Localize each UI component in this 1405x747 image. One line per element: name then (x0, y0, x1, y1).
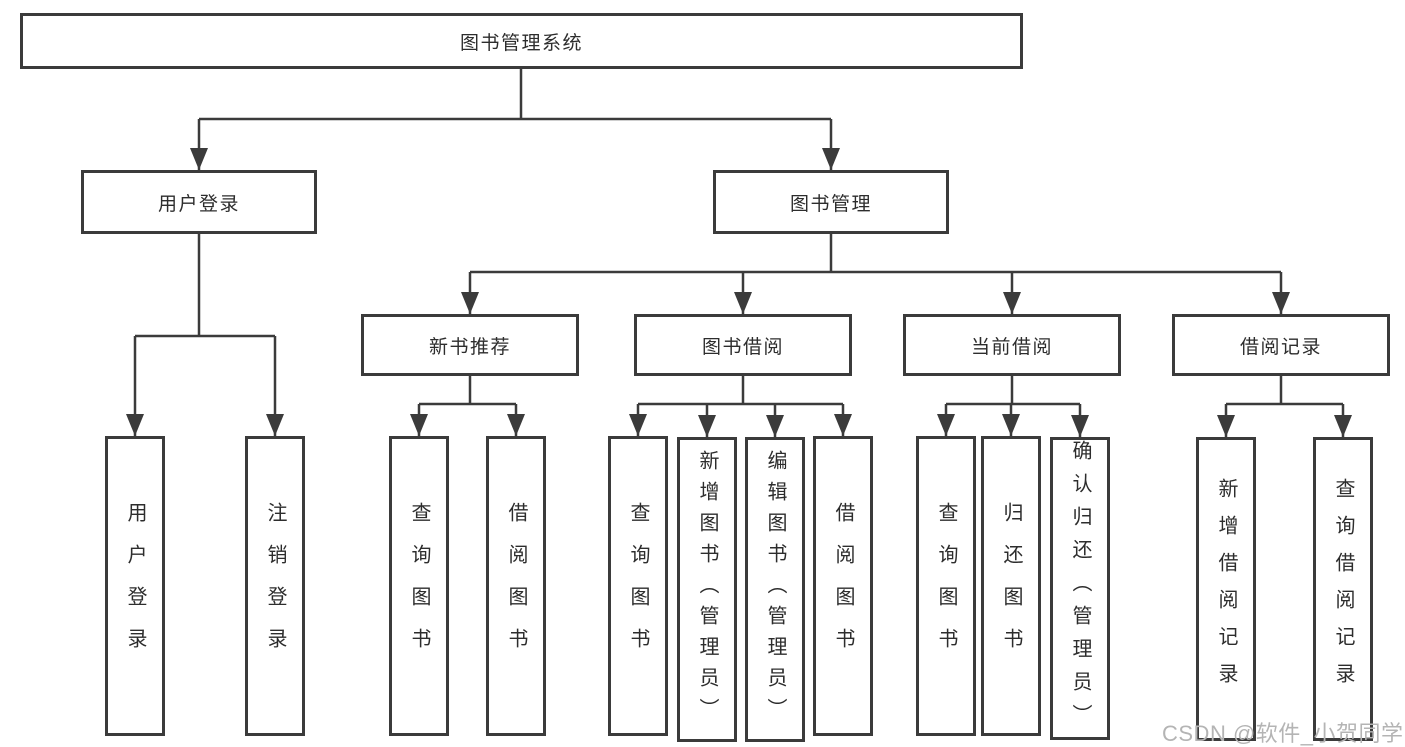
node-label: 归还图书 (1000, 502, 1022, 670)
node-label: 新增图书（管理员） (696, 450, 718, 729)
node-query-books-current: 查询图书 (916, 436, 976, 736)
node-new-book-recommendation: 新书推荐 (361, 314, 579, 376)
node-confirm-return-admin: 确认归还（管理员） (1050, 437, 1110, 740)
node-borrow-books-recommend: 借阅图书 (486, 436, 546, 736)
connector-user-login-children (126, 233, 284, 436)
node-query-borrow-record: 查询借阅记录 (1313, 437, 1373, 741)
node-add-book-admin: 新增图书（管理员） (677, 437, 737, 742)
node-book-management: 图书管理 (713, 170, 949, 234)
node-label: 查询图书 (627, 502, 649, 670)
node-current-borrowing: 当前借阅 (903, 314, 1121, 376)
node-borrow-books-borrowing: 借阅图书 (813, 436, 873, 736)
node-label: 查询图书 (408, 502, 430, 670)
node-library-management-system: 图书管理系统 (20, 13, 1023, 69)
node-label: 查询借阅记录 (1332, 478, 1354, 700)
node-label: 借阅图书 (505, 502, 527, 670)
node-user-login-action: 用户登录 (105, 436, 165, 736)
node-return-book: 归还图书 (981, 436, 1041, 736)
node-label: 借阅图书 (832, 502, 854, 670)
connector-book-borrowing-children (629, 376, 852, 437)
node-logout-action: 注销登录 (245, 436, 305, 736)
node-add-borrow-record: 新增借阅记录 (1196, 437, 1256, 741)
connector-new-book-recommendation-children (410, 376, 525, 436)
csdn-watermark: CSDN @软件_小贺同学 (1162, 721, 1404, 746)
node-query-books-recommend: 查询图书 (389, 436, 449, 736)
connector-root-to-level2 (190, 68, 840, 170)
node-edit-book-admin: 编辑图书（管理员） (745, 437, 805, 742)
node-label: 查询图书 (935, 502, 957, 670)
node-book-borrowing: 图书借阅 (634, 314, 852, 376)
connector-current-borrowing-children (937, 376, 1089, 437)
node-query-books-borrowing: 查询图书 (608, 436, 668, 736)
node-label: 注销登录 (264, 502, 286, 670)
connector-borrowing-records-children (1217, 376, 1352, 437)
node-user-login: 用户登录 (81, 170, 317, 234)
node-label: 新增借阅记录 (1215, 478, 1237, 700)
node-label: 编辑图书（管理员） (764, 450, 786, 729)
connector-book-management-children (461, 233, 1290, 314)
node-borrowing-records: 借阅记录 (1172, 314, 1390, 376)
node-label: 用户登录 (124, 502, 146, 670)
node-label: 确认归还（管理员） (1069, 440, 1091, 737)
